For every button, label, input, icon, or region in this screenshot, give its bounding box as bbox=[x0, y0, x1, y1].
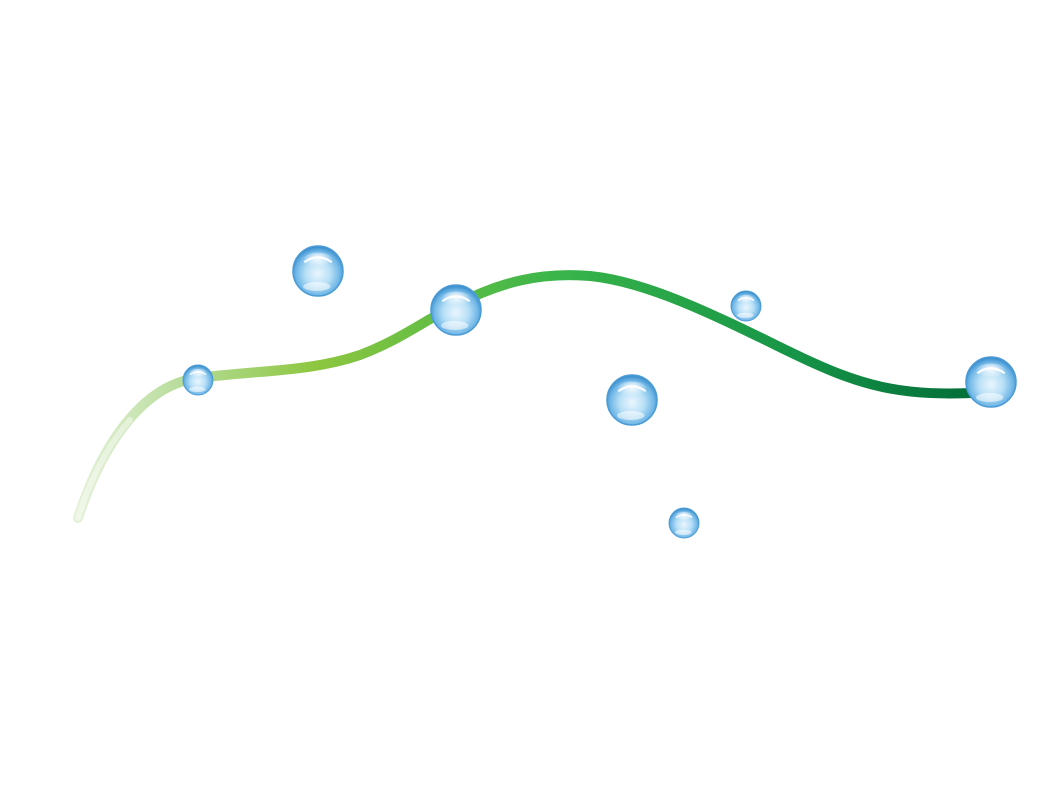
water-droplet-icon bbox=[669, 508, 699, 538]
water-droplet-icon bbox=[183, 365, 213, 395]
water-droplet-icon bbox=[966, 357, 1016, 407]
green-wave-line bbox=[73, 270, 995, 523]
water-droplet-icon bbox=[731, 291, 761, 321]
water-droplet-icon bbox=[431, 285, 481, 335]
water-droplet-icon bbox=[293, 246, 343, 296]
water-droplet-icon bbox=[607, 375, 657, 425]
